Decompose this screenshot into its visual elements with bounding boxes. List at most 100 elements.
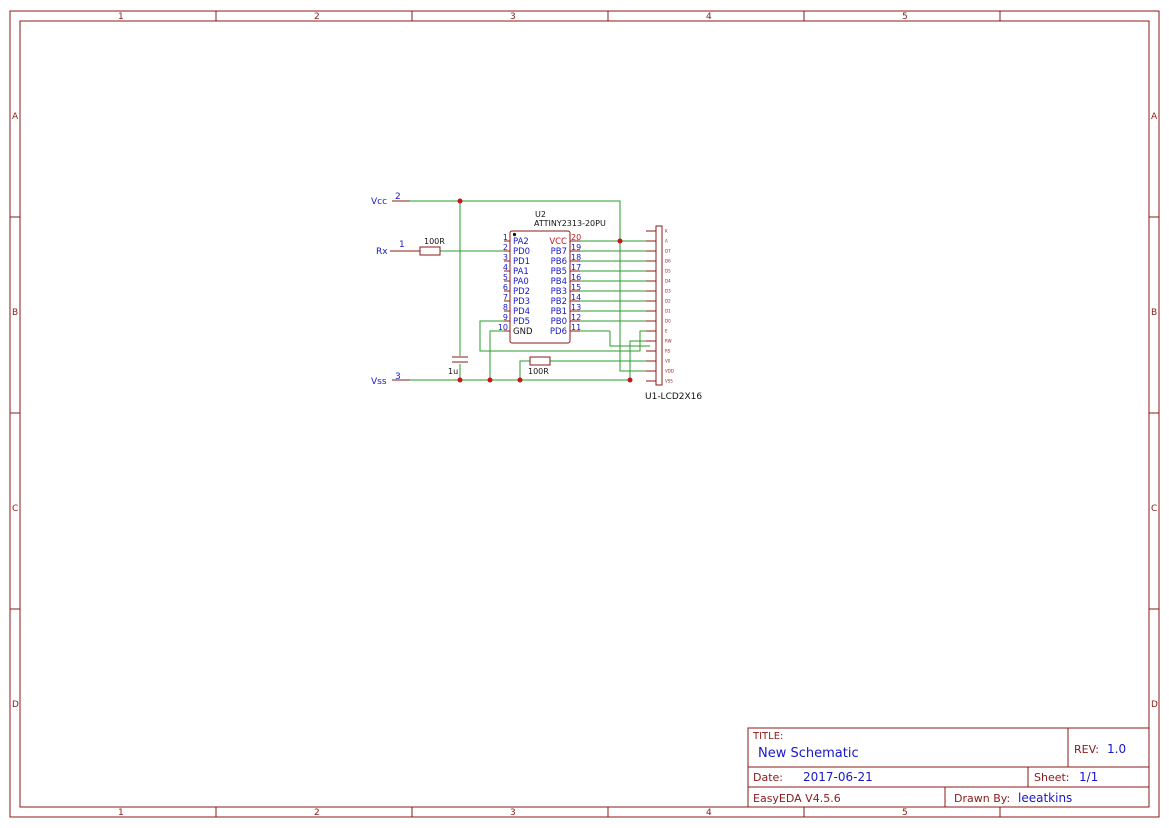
tool-version: EasyEDA V4.5.6	[753, 792, 841, 805]
ic-u2-pin-num-18: 18	[571, 253, 581, 262]
net-pin-rx: 1	[399, 240, 405, 250]
sheet-value: 1/1	[1079, 770, 1098, 784]
zone-row-left-D: D	[12, 700, 19, 710]
date-value: 2017-06-21	[803, 770, 873, 784]
lcd-u1-pin-d6: D6	[665, 259, 671, 264]
ic-u2-pin-name-gnd: GND	[513, 327, 533, 337]
lcd-u1-pin-vdd: VDD	[665, 369, 674, 374]
ic-u2-pin-num-8: 8	[503, 303, 508, 312]
rev-value: 1.0	[1107, 742, 1126, 756]
ic-u2-designator: U2	[535, 210, 546, 219]
zone-col-bottom-2: 2	[314, 808, 320, 818]
ic-u2-pin-num-20: 20	[571, 233, 581, 242]
lcd-u1-pin-vss: VSS	[665, 379, 673, 384]
net-port-vcc: Vcc 2	[371, 192, 410, 207]
lcd-u1-pin-rs: RS	[665, 349, 671, 354]
ic-u2-pin-name-pb4: PB4	[551, 277, 567, 287]
lcd-u1-pin-d7: D7	[665, 249, 671, 254]
ic-u2-pin-num-9: 9	[503, 313, 508, 322]
zone-row-right-C: C	[1151, 504, 1157, 514]
junctions	[457, 198, 633, 383]
zone-col-top-2: 2	[314, 12, 320, 22]
zone-col-bottom-5: 5	[902, 808, 908, 818]
net-label-vss: Vss	[371, 377, 387, 387]
zone-row-left-B: B	[12, 308, 18, 318]
ic-u2-pin-num-19: 19	[571, 243, 581, 252]
zone-col-top-4: 4	[706, 12, 712, 22]
lcd-u1-pin-v0: V0	[665, 359, 671, 364]
title-block: TITLE: New Schematic REV: 1.0 Date: 2017…	[747, 727, 1150, 808]
lcd-u1-pin-d3: D3	[665, 289, 671, 294]
ic-u2-pin-num-3: 3	[503, 253, 508, 262]
capacitor-c1: 1u	[448, 356, 468, 376]
net-port-rx: Rx 1	[376, 240, 410, 257]
net-pin-vcc: 2	[395, 192, 401, 202]
ic-u2-pin-name-pa1: PA1	[513, 267, 529, 277]
lcd-u1-pin-d4: D4	[665, 279, 671, 284]
resistor-rx: 100R	[410, 237, 445, 256]
ic-u2-pin-name-pb7: PB7	[551, 247, 567, 257]
lcd-u1-pin-d5: D5	[665, 269, 671, 274]
zone-col-top-3: 3	[510, 12, 516, 22]
zone-col-top-5: 5	[902, 12, 908, 22]
zone-row-right-B: B	[1151, 308, 1157, 318]
resistor-rx-value: 100R	[424, 237, 445, 246]
lcd-u1-pin-rw: RW	[665, 339, 672, 344]
ic-u2-pin-name-pb1: PB1	[551, 307, 567, 317]
capacitor-c1-value: 1u	[448, 367, 458, 376]
title-label: TITLE:	[752, 731, 783, 742]
ic-u2-pin-name-pb6: PB6	[551, 257, 567, 267]
zone-col-top-1: 1	[118, 12, 124, 22]
ic-u2-pin-num-17: 17	[571, 263, 581, 272]
zone-col-bottom-1: 1	[118, 808, 124, 818]
ic-u2-pin-num-12: 12	[571, 313, 581, 322]
net-port-vss: Vss 3	[371, 372, 410, 387]
zone-row-left-C: C	[12, 504, 18, 514]
rev-label: REV:	[1074, 743, 1099, 756]
date-label: Date:	[753, 771, 783, 784]
lcd-u1-designator: U1-LCD2X16	[645, 392, 702, 402]
ic-u2-pin-name-pb5: PB5	[551, 267, 567, 277]
ic-u2-pin-name-pd4: PD4	[513, 307, 530, 317]
ic-u2-pin-name-vcc: VCC	[549, 237, 567, 247]
ic-u2-pin-num-4: 4	[503, 263, 508, 272]
lcd-u1-pin-k: K	[665, 229, 668, 234]
ic-u2-pin-name-pd5: PD5	[513, 317, 530, 327]
zone-col-bottom-3: 3	[510, 808, 516, 818]
ic-u2-pin-name-pb0: PB0	[551, 317, 567, 327]
ic-u2-pin-name-pd0: PD0	[513, 247, 530, 257]
ic-u2-pin-name-pb3: PB3	[551, 287, 567, 297]
zone-row-left-A: A	[12, 112, 19, 122]
ic-u2-pin-num-16: 16	[571, 273, 581, 282]
ic-u2-pin-num-10: 10	[498, 323, 508, 332]
ic-u2-pin-num-14: 14	[571, 293, 581, 302]
ic-u2-pin-name-pb2: PB2	[551, 297, 567, 307]
lcd-u1-pin-d0: D0	[665, 319, 671, 324]
wires	[410, 200, 650, 381]
resistor-v0-value: 100R	[528, 367, 549, 376]
lcd-u1-pin-e: E	[665, 329, 668, 334]
net-pin-vss: 3	[395, 372, 401, 382]
ic-u2-pin-num-11: 11	[571, 323, 581, 332]
ic-u2-pin-num-13: 13	[571, 303, 581, 312]
zone-col-bottom-4: 4	[706, 808, 712, 818]
ic-u2-pin-num-7: 7	[503, 293, 508, 302]
drawn-by-value: leeatkins	[1018, 791, 1072, 805]
drawn-by-label: Drawn By:	[954, 792, 1010, 805]
schematic-title: New Schematic	[758, 746, 859, 761]
ic-u2-pin-num-5: 5	[503, 273, 508, 282]
zone-row-right-A: A	[1151, 112, 1158, 122]
sheet-label: Sheet:	[1034, 771, 1070, 784]
ic-u2-pin-name-pd6: PD6	[550, 327, 567, 337]
ic-u2-pin-name-pd3: PD3	[513, 297, 530, 307]
ic-u2-part: ATTINY2313-20PU	[534, 219, 606, 228]
net-label-vcc: Vcc	[371, 197, 387, 207]
ic-u2-pin-name-pa0: PA0	[513, 277, 529, 287]
lcd-u1-pin-d2: D2	[665, 299, 671, 304]
ic-u2-pin-num-15: 15	[571, 283, 581, 292]
ic-u2-pin-num-6: 6	[503, 283, 508, 292]
lcd-u1-pin-d1: D1	[665, 309, 671, 314]
